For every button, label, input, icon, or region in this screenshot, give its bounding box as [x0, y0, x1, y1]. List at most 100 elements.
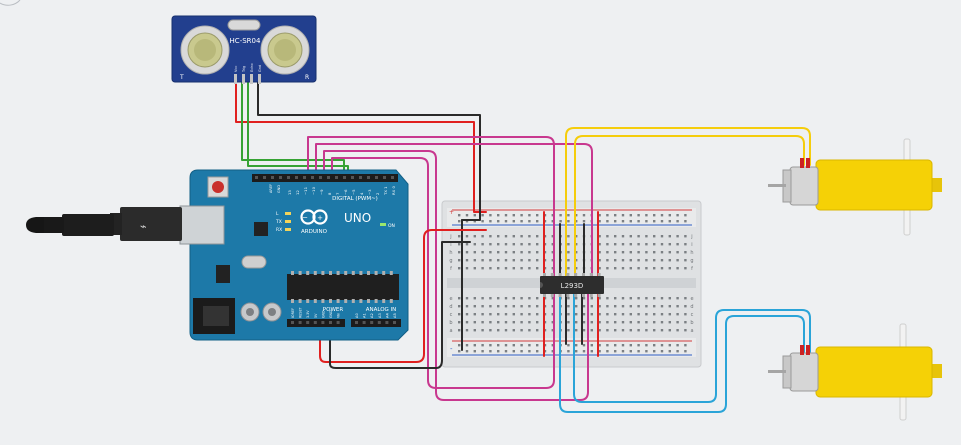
terminal-hole[interactable]: [536, 313, 539, 316]
terminal-hole[interactable]: [551, 329, 554, 332]
terminal-hole[interactable]: [684, 251, 687, 254]
rail-hole[interactable]: [458, 214, 461, 217]
terminal-hole[interactable]: [567, 267, 570, 270]
terminal-hole[interactable]: [536, 297, 539, 300]
terminal-hole[interactable]: [637, 251, 640, 254]
rail-hole[interactable]: [637, 350, 640, 353]
header-hole[interactable]: [377, 321, 381, 324]
terminal-hole[interactable]: [653, 243, 656, 246]
header-hole[interactable]: [351, 176, 354, 179]
terminal-hole[interactable]: [489, 251, 492, 254]
rail-hole[interactable]: [653, 214, 656, 217]
terminal-hole[interactable]: [536, 235, 539, 238]
terminal-hole[interactable]: [520, 321, 523, 324]
terminal-hole[interactable]: [637, 305, 640, 308]
terminal-hole[interactable]: [621, 267, 625, 270]
terminal-hole[interactable]: [621, 243, 625, 246]
terminal-hole[interactable]: [567, 313, 570, 316]
terminal-hole[interactable]: [598, 259, 601, 262]
terminal-hole[interactable]: [606, 321, 609, 324]
rail-hole[interactable]: [645, 220, 648, 223]
terminal-hole[interactable]: [614, 243, 617, 246]
rail-hole[interactable]: [676, 344, 679, 347]
terminal-hole[interactable]: [520, 267, 523, 270]
terminal-hole[interactable]: [551, 297, 554, 300]
terminal-hole[interactable]: [598, 243, 601, 246]
terminal-hole[interactable]: [660, 329, 664, 332]
rail-hole[interactable]: [668, 214, 671, 217]
rail-hole[interactable]: [614, 350, 617, 353]
terminal-hole[interactable]: [621, 313, 625, 316]
terminal-hole[interactable]: [536, 251, 539, 254]
header-hole[interactable]: [391, 176, 394, 179]
terminal-hole[interactable]: [497, 313, 500, 316]
header-hole[interactable]: [336, 321, 340, 324]
terminal-hole[interactable]: [520, 259, 523, 262]
terminal-hole[interactable]: [621, 329, 625, 332]
terminal-hole[interactable]: [621, 305, 625, 308]
rail-hole[interactable]: [575, 344, 578, 347]
rail-hole[interactable]: [551, 214, 554, 217]
terminal-hole[interactable]: [684, 305, 687, 308]
rail-hole[interactable]: [497, 344, 500, 347]
terminal-hole[interactable]: [645, 329, 648, 332]
rail-hole[interactable]: [637, 220, 640, 223]
terminal-hole[interactable]: [551, 267, 554, 270]
terminal-hole[interactable]: [645, 259, 648, 262]
terminal-hole[interactable]: [481, 305, 484, 308]
terminal-hole[interactable]: [536, 259, 539, 262]
header-hole[interactable]: [375, 176, 378, 179]
terminal-hole[interactable]: [497, 243, 500, 246]
terminal-hole[interactable]: [528, 251, 531, 254]
rail-hole[interactable]: [497, 214, 500, 217]
terminal-hole[interactable]: [676, 329, 679, 332]
terminal-hole[interactable]: [465, 321, 469, 324]
terminal-hole[interactable]: [551, 305, 554, 308]
terminal-hole[interactable]: [598, 321, 601, 324]
rail-hole[interactable]: [489, 220, 492, 223]
terminal-hole[interactable]: [660, 305, 664, 308]
terminal-hole[interactable]: [660, 321, 664, 324]
terminal-hole[interactable]: [497, 251, 500, 254]
terminal-hole[interactable]: [465, 235, 469, 238]
rail-hole[interactable]: [668, 350, 671, 353]
terminal-hole[interactable]: [629, 305, 632, 308]
terminal-hole[interactable]: [512, 267, 515, 270]
rail-hole[interactable]: [645, 350, 648, 353]
rail-hole[interactable]: [551, 344, 554, 347]
rail-hole[interactable]: [645, 344, 648, 347]
rail-hole[interactable]: [629, 350, 632, 353]
terminal-hole[interactable]: [684, 329, 687, 332]
terminal-hole[interactable]: [668, 321, 671, 324]
header-hole[interactable]: [279, 176, 282, 179]
wire-yellow-motor1-a[interactable]: [565, 127, 811, 277]
terminal-hole[interactable]: [676, 313, 679, 316]
dc-motor-bottom[interactable]: [768, 323, 942, 421]
terminal-hole[interactable]: [489, 313, 492, 316]
wire-magenta-c[interactable]: [323, 150, 589, 401]
terminal-hole[interactable]: [528, 297, 531, 300]
terminal-hole[interactable]: [676, 321, 679, 324]
header-hole[interactable]: [291, 321, 294, 324]
rail-hole[interactable]: [637, 214, 640, 217]
terminal-hole[interactable]: [621, 235, 625, 238]
terminal-hole[interactable]: [473, 267, 476, 270]
terminal-hole[interactable]: [629, 235, 632, 238]
terminal-hole[interactable]: [473, 243, 476, 246]
sensor-pin[interactable]: [258, 74, 261, 84]
terminal-hole[interactable]: [614, 235, 617, 238]
reset-button[interactable]: [207, 176, 229, 198]
terminal-hole[interactable]: [629, 267, 632, 270]
wire-yellow-motor1-b[interactable]: [574, 135, 805, 277]
terminal-hole[interactable]: [465, 259, 469, 262]
rail-hole[interactable]: [575, 350, 578, 353]
terminal-hole[interactable]: [590, 305, 593, 308]
terminal-hole[interactable]: [528, 313, 531, 316]
terminal-hole[interactable]: [465, 305, 469, 308]
rail-hole[interactable]: [551, 350, 554, 353]
terminal-hole[interactable]: [551, 251, 554, 254]
terminal-hole[interactable]: [606, 267, 609, 270]
terminal-hole[interactable]: [512, 251, 515, 254]
rail-hole[interactable]: [458, 220, 461, 223]
